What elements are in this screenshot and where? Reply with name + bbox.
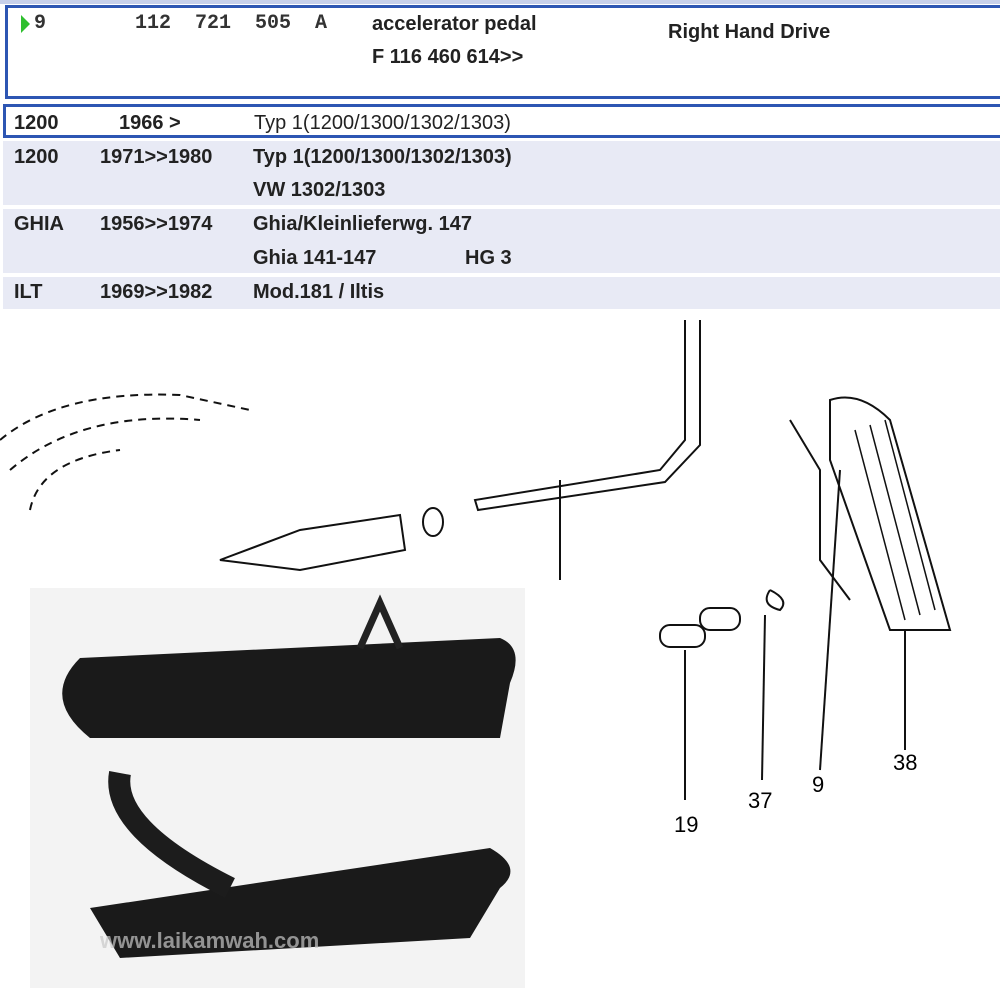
part-note: F 116 460 614>> xyxy=(372,46,524,68)
years: 1966 > xyxy=(119,112,181,134)
vehicle-row[interactable]: GHIA 1956>>1974 Ghia/Kleinlieferwg. 147 … xyxy=(3,209,1000,273)
part-row-selected[interactable]: 9 112 721 505 A accelerator pedal F 116 … xyxy=(5,5,1000,99)
description: Mod.181 / Iltis xyxy=(253,281,385,303)
pedal-base-photo xyxy=(62,594,516,958)
description: Typ 1(1200/1300/1302/1303) xyxy=(254,112,511,134)
callout-label: 19 xyxy=(674,812,699,837)
header-strip xyxy=(0,0,1000,4)
description: VW 1302/1303 xyxy=(253,179,386,201)
years: 1956>>1974 xyxy=(100,213,213,235)
model: 1200 xyxy=(14,146,59,168)
years: 1969>>1982 xyxy=(100,281,213,303)
part-name: accelerator pedal xyxy=(372,13,537,35)
vehicle-row[interactable]: ILT 1969>>1982 Mod.181 / Iltis xyxy=(3,277,1000,309)
selected-marker-icon xyxy=(21,15,30,33)
years: 1971>>1980 xyxy=(100,146,213,168)
callout-label: 9 xyxy=(812,772,825,797)
callout-label: 38 xyxy=(893,750,918,775)
watermark: www.laikamwah.com xyxy=(100,928,320,953)
part-number: 112 721 505 A xyxy=(135,12,328,35)
description: Typ 1(1200/1300/1302/1303) xyxy=(253,146,512,168)
model: 1200 xyxy=(14,112,59,134)
part-position: 9 xyxy=(34,12,47,35)
exploded-diagram xyxy=(0,320,952,800)
callout-label: 37 xyxy=(748,788,773,813)
description: Ghia 141-147 xyxy=(253,247,377,269)
vehicle-row[interactable]: 1200 1966 > Typ 1(1200/1300/1302/1303) xyxy=(3,104,1000,138)
model: GHIA xyxy=(14,213,64,235)
group-code: HG 3 xyxy=(465,247,512,269)
description: Ghia/Kleinlieferwg. 147 xyxy=(253,213,472,235)
part-remark: Right Hand Drive xyxy=(668,21,831,43)
product-photo: www.laikamwah.com xyxy=(30,588,525,988)
vehicle-row[interactable]: 1200 1971>>1980 Typ 1(1200/1300/1302/130… xyxy=(3,141,1000,205)
model: ILT xyxy=(14,281,43,303)
